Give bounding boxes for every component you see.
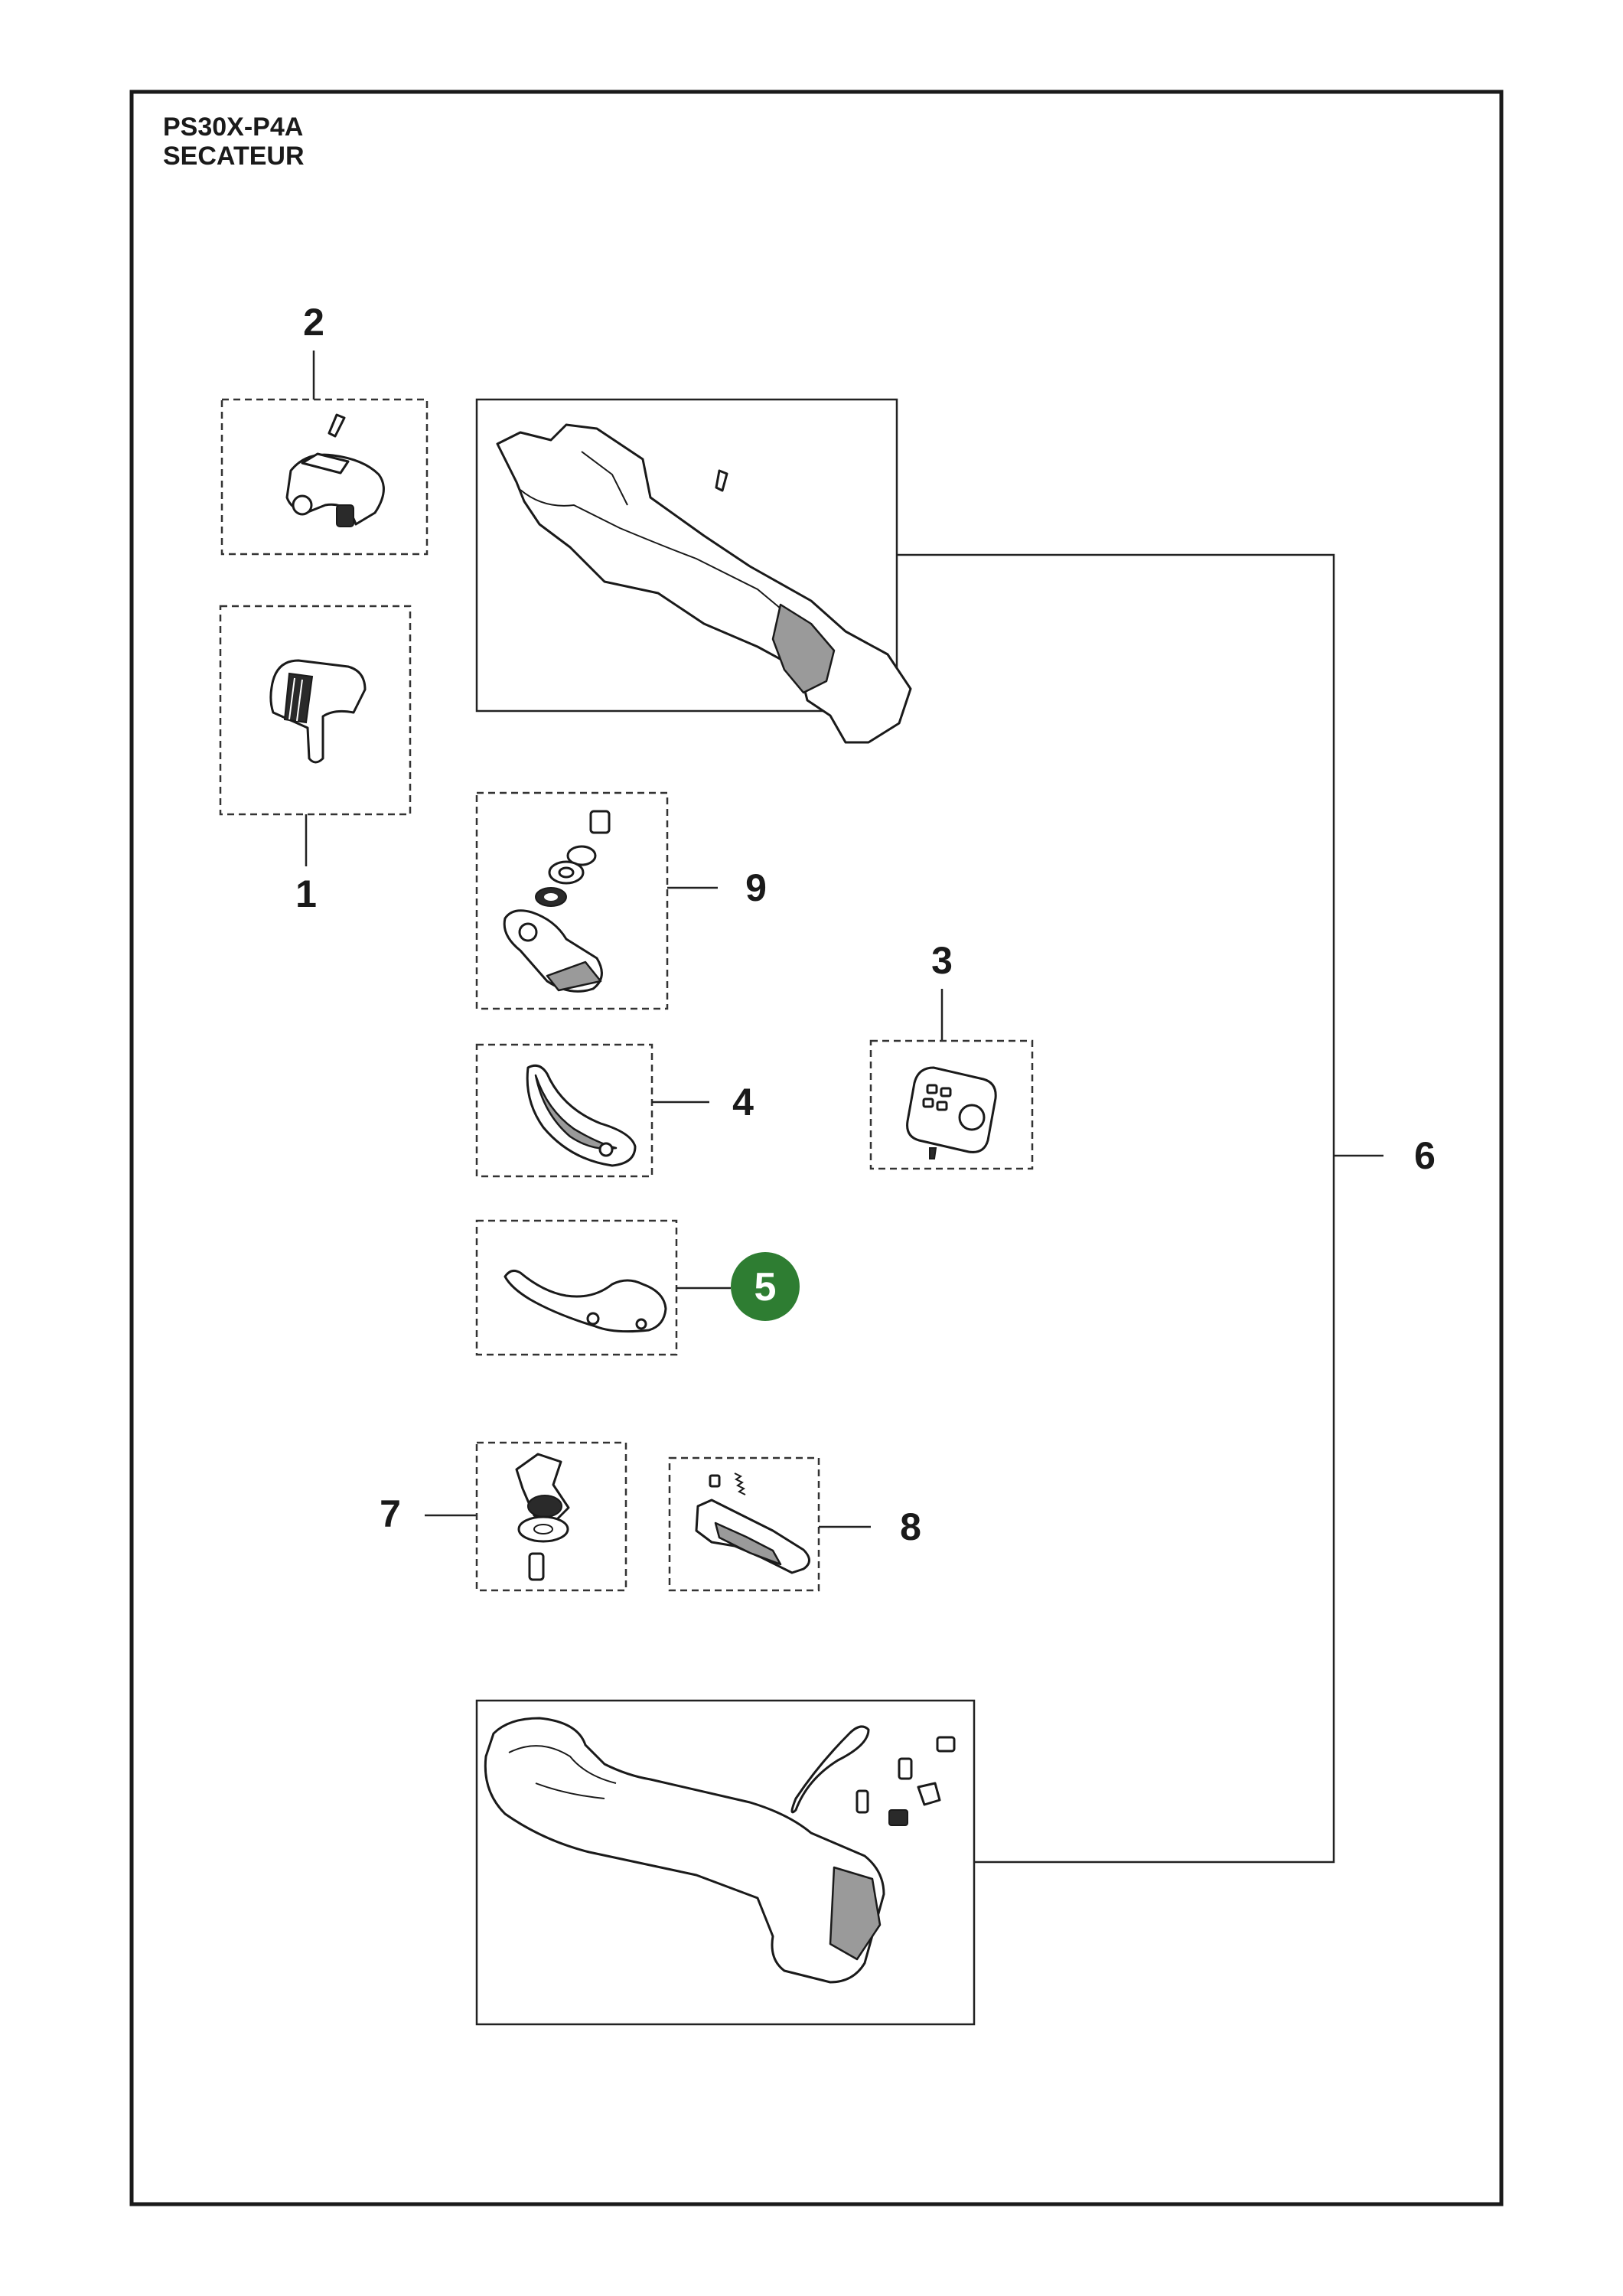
- blade-icon: [526, 1064, 637, 1167]
- bracket-6: [897, 553, 1335, 1864]
- part-6-group[interactable]: 6: [897, 553, 1436, 1864]
- part-9-group[interactable]: 9: [475, 791, 767, 1010]
- callout-2: 2: [303, 301, 324, 344]
- lower-handle-group[interactable]: [475, 1699, 976, 2026]
- part-3-group[interactable]: 3: [869, 939, 1034, 1170]
- trigger-icon: [695, 1473, 810, 1574]
- callout-4: 4: [732, 1081, 754, 1124]
- part-3-box: [869, 1039, 1034, 1170]
- part-8-group[interactable]: 8: [668, 1456, 921, 1592]
- upper-handle-group[interactable]: [475, 398, 912, 744]
- control-panel-icon: [906, 1066, 997, 1159]
- part-4-group[interactable]: 4: [475, 1043, 754, 1178]
- highlighted-callout-badge[interactable]: [731, 1252, 800, 1321]
- product-name: SECATEUR: [163, 142, 305, 171]
- upper-handle-housing-icon: [496, 423, 912, 744]
- part-2-box: [220, 398, 429, 556]
- part-4-box: [475, 1043, 653, 1178]
- page-frame: [129, 90, 1504, 2206]
- callout-6: 6: [1414, 1134, 1436, 1177]
- counter-blade-icon: [504, 1269, 667, 1333]
- callout-3: 3: [931, 939, 953, 982]
- handle-cover-icon: [269, 659, 367, 764]
- blade-clamp-icon: [285, 413, 385, 527]
- callout-5: 5: [754, 1265, 777, 1309]
- drive-gear-icon: [515, 1453, 570, 1581]
- part-1-group[interactable]: 1: [219, 605, 412, 915]
- part-5-group[interactable]: 5: [475, 1219, 800, 1356]
- callout-8: 8: [900, 1505, 921, 1548]
- model-number: PS30X-P4A: [163, 113, 303, 142]
- part-9-box: [475, 791, 669, 1010]
- callout-1: 1: [295, 872, 317, 915]
- part-7-group[interactable]: 7: [380, 1441, 627, 1592]
- lower-handle-housing-icon: [484, 1717, 956, 1984]
- part-2-group[interactable]: 2: [220, 301, 429, 556]
- part-7-box: [475, 1441, 627, 1592]
- callout-9: 9: [745, 866, 767, 909]
- part-1-box: [219, 605, 412, 816]
- callout-7: 7: [380, 1492, 401, 1535]
- pivot-bolt-set-icon: [503, 810, 611, 993]
- part-8-box: [668, 1456, 820, 1592]
